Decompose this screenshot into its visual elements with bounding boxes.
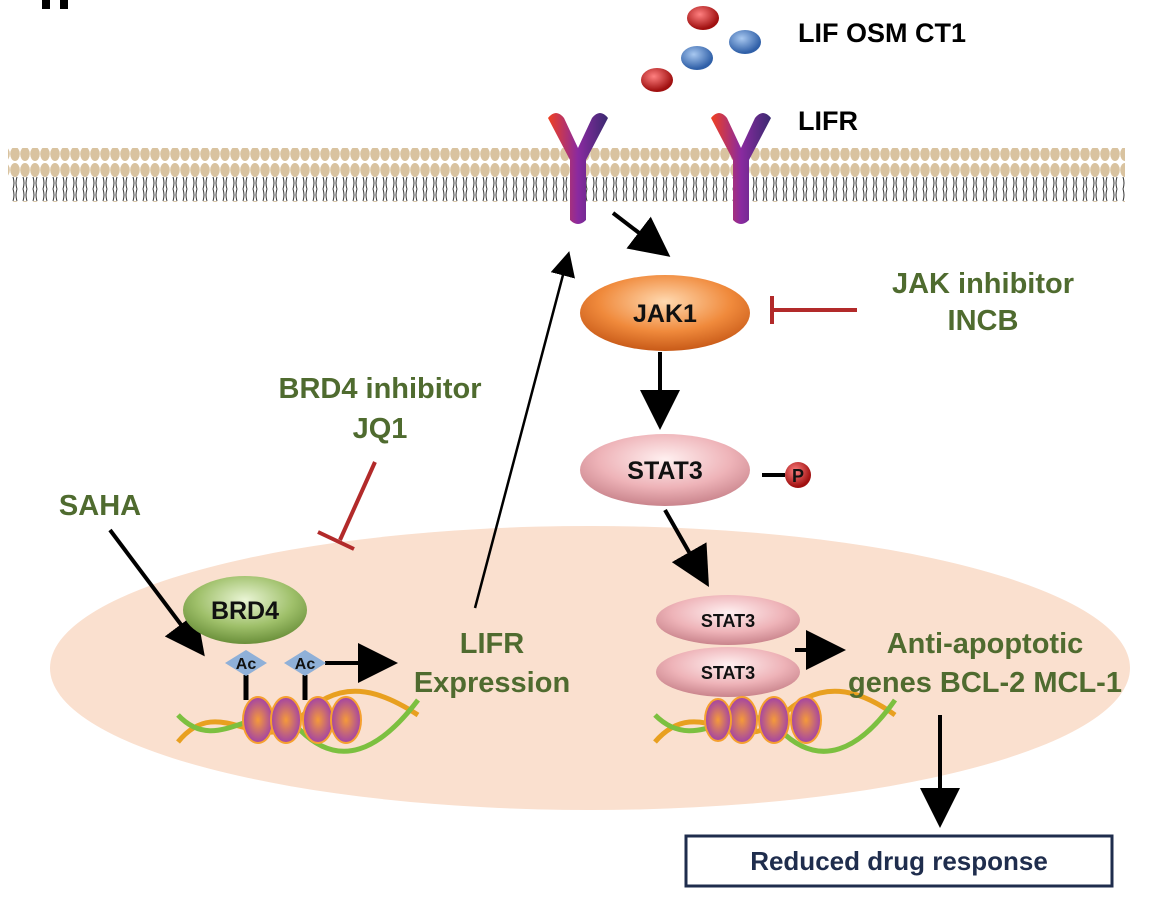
ligand-blue xyxy=(681,46,713,70)
outcome-label: Reduced drug response xyxy=(750,846,1048,876)
acetyl-label: Ac xyxy=(295,656,316,673)
acetyl-mark xyxy=(225,650,267,676)
saha-label: SAHA xyxy=(59,490,141,522)
genes-label-2: genes BCL-2 MCL-1 xyxy=(848,667,1122,699)
arrow-expression-to-receptor xyxy=(473,251,575,609)
brd4-inhibitor-label: BRD4 inhibitor xyxy=(279,373,482,405)
phosphate-node xyxy=(785,462,811,488)
lifr-expression-label-2: Expression xyxy=(414,667,570,699)
dna-left xyxy=(176,675,420,754)
ligand-red xyxy=(641,68,673,92)
outcome-box xyxy=(684,834,1114,888)
brd4-inhibition xyxy=(317,461,377,551)
stat3-dimer-bottom-label: STAT3 xyxy=(701,663,755,683)
lifr-receptor xyxy=(548,113,608,224)
stat3-dimer-top xyxy=(656,595,800,645)
arrow-receptor-to-jak1 xyxy=(611,211,671,257)
stat3-dimer-top-label: STAT3 xyxy=(701,611,755,631)
dna-right xyxy=(653,688,898,754)
receptor-label: LIFR xyxy=(798,106,858,136)
genes-label: Anti-apoptotic xyxy=(887,628,1084,660)
lifr-expression-label: LIFR xyxy=(460,628,524,660)
stat3-node xyxy=(580,434,750,506)
ligands xyxy=(641,6,761,92)
panel-letter-fragment xyxy=(42,0,50,9)
ligand-blue xyxy=(729,30,761,54)
cell-membrane xyxy=(8,148,1125,202)
arrow-stat3-to-dimer xyxy=(663,509,709,587)
brd4-label: BRD4 xyxy=(211,597,279,625)
arrow-saha xyxy=(108,528,205,657)
acetyl-mark xyxy=(284,650,326,676)
jak1-node xyxy=(580,275,750,351)
brd4-node xyxy=(183,576,307,644)
jak-inhibitor-label: JAK inhibitor xyxy=(892,268,1074,300)
jak-inhibitor-name: INCB xyxy=(948,305,1019,337)
jak1-label: JAK1 xyxy=(633,300,697,328)
brd4-inhibitor-name: JQ1 xyxy=(353,413,408,445)
ligands-label: LIF OSM CT1 xyxy=(798,18,966,48)
ligand-red xyxy=(687,6,719,30)
stat3-label: STAT3 xyxy=(627,457,702,485)
jak-inhibition xyxy=(770,296,857,324)
stat3-dimer-bottom xyxy=(656,647,800,697)
panel-letter-fragment xyxy=(60,0,68,9)
phosphate-label: P xyxy=(792,466,804,486)
acetyl-label: Ac xyxy=(236,656,257,673)
lifr-receptor xyxy=(711,113,771,224)
